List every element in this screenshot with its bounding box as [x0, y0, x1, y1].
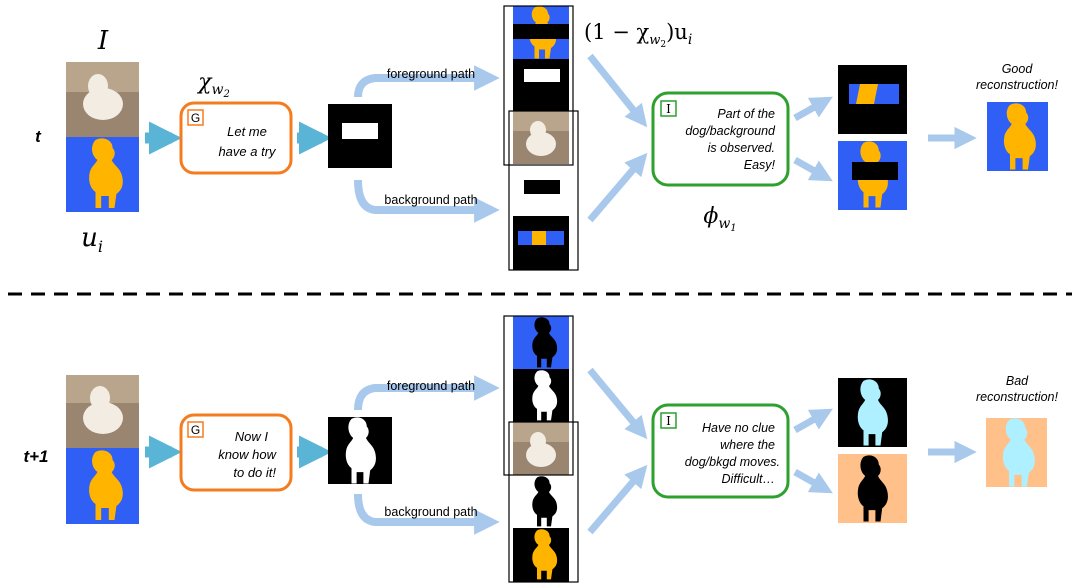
inpainter-text-t1-line4: Difficult…	[722, 472, 775, 486]
generator-badge-t: G	[191, 111, 200, 125]
output-fg-t	[838, 65, 907, 134]
time-label-t1: t+1	[23, 447, 48, 466]
inpainter-badge-t: I	[666, 102, 671, 116]
arrow-bg-to-inpainter-t1	[587, 464, 648, 535]
generated-mask-t1	[328, 417, 392, 484]
inpainter-text-t1-line2: where the	[720, 438, 775, 452]
generator-box-t1: G Now I know how to do it!	[179, 413, 293, 492]
inpainter-box-t1: I Have no clue where the dog/bkgd moves.…	[651, 403, 790, 499]
frame-bg-group-t1	[508, 421, 579, 583]
arrow-foreground-branch-t1	[354, 375, 500, 411]
tile-fg-mask-t	[513, 59, 569, 111]
inpainter-text-t-line3: is observed.	[708, 141, 775, 155]
output-bg-t	[838, 141, 907, 210]
arrow-background-branch-t1	[354, 493, 500, 535]
generator-text-t1-line3: to do it!	[233, 465, 276, 480]
frame-fg-group-t	[503, 5, 574, 166]
arrow-background-branch-t	[354, 179, 500, 223]
time-label-t: t	[35, 127, 42, 146]
arrow-fg-to-inpainter-t1	[587, 367, 648, 440]
input-image-t1	[66, 375, 139, 448]
tile-bg-mask-t1	[513, 475, 569, 528]
frame-fg-group-t1	[503, 315, 574, 476]
foreground-path-label-t1: foreground path	[387, 379, 475, 393]
tile-photo-t1	[513, 422, 569, 475]
generator-text-t-line1: Let me	[227, 124, 267, 139]
row-t: t I ui χw2 G Let me have a try	[35, 5, 1059, 271]
arrow-inpainter-to-out2-t	[793, 156, 833, 182]
result-text-t1-line1: Bad	[1006, 374, 1029, 388]
arrow-foreground-branch-t	[354, 65, 500, 98]
tile-fg-masked-t	[513, 6, 569, 59]
result-text-t-line2: reconstruction!	[976, 78, 1059, 92]
phi-symbol: ϕw1	[703, 204, 736, 234]
inpainter-badge-t1: I	[666, 414, 671, 428]
arrow-bg-to-inpainter-t	[587, 152, 648, 223]
arrow-inpainter-to-out2-t1	[793, 468, 833, 494]
inpainter-text-t1-line1: Have no clue	[702, 421, 775, 435]
inpainter-box-t: I Part of the dog/background is observed…	[651, 91, 790, 187]
generated-mask-t	[328, 104, 392, 168]
generator-text-t-line2: have a try	[218, 144, 277, 159]
generator-text-t1-line1: Now I	[235, 429, 269, 444]
background-path-label-t: background path	[384, 193, 477, 207]
inpainter-text-t-line4: Easy!	[744, 158, 776, 172]
generator-box-t: G Let me have a try	[179, 101, 293, 175]
arrow-inpainter-to-out1-t	[793, 96, 833, 122]
generator-text-t1-line2: know how	[218, 447, 277, 462]
foreground-formula: (1 − χw2)ui	[584, 20, 692, 50]
tile-photo-t	[513, 111, 569, 164]
arrow-fg-to-inpainter-t	[587, 53, 648, 128]
tile-fg-mask-t1	[513, 369, 569, 422]
arrow-inpainter-to-out1-t1	[793, 408, 833, 434]
result-image-t	[987, 102, 1048, 171]
tile-column-t1	[503, 315, 579, 583]
result-text-t1-line2: reconstruction!	[976, 390, 1059, 404]
frame-bg-group-t	[508, 110, 579, 271]
input-mask-t1	[66, 448, 139, 524]
tile-bg-mask-t	[513, 164, 569, 216]
generator-badge-t1: G	[191, 423, 200, 437]
foreground-path-label-t: foreground path	[387, 67, 475, 81]
input-mask-t	[66, 137, 139, 212]
tile-fg-masked-t1	[513, 316, 569, 369]
tile-column-t	[503, 5, 579, 271]
result-image-t1	[986, 418, 1047, 487]
chi-symbol: χw2	[196, 70, 230, 100]
inpainter-text-t-line1: Part of the	[717, 107, 775, 121]
mask-symbol-t: ui	[81, 223, 103, 256]
row-t1: t+1 G Now I know how to do it!	[23, 315, 1059, 583]
output-bg-t1	[838, 454, 907, 523]
background-path-label-t1: background path	[384, 505, 477, 519]
output-fg-t1	[838, 378, 907, 447]
input-image-t	[66, 62, 139, 137]
tile-bg-masked-t	[513, 216, 569, 270]
inpainter-text-t-line2: dog/background	[685, 124, 776, 138]
tile-bg-masked-t1	[513, 528, 569, 582]
result-text-t-line1: Good	[1002, 62, 1034, 76]
image-symbol-t: I	[97, 26, 109, 56]
inpainter-text-t1-line3: dog/bkgd moves.	[685, 455, 780, 469]
